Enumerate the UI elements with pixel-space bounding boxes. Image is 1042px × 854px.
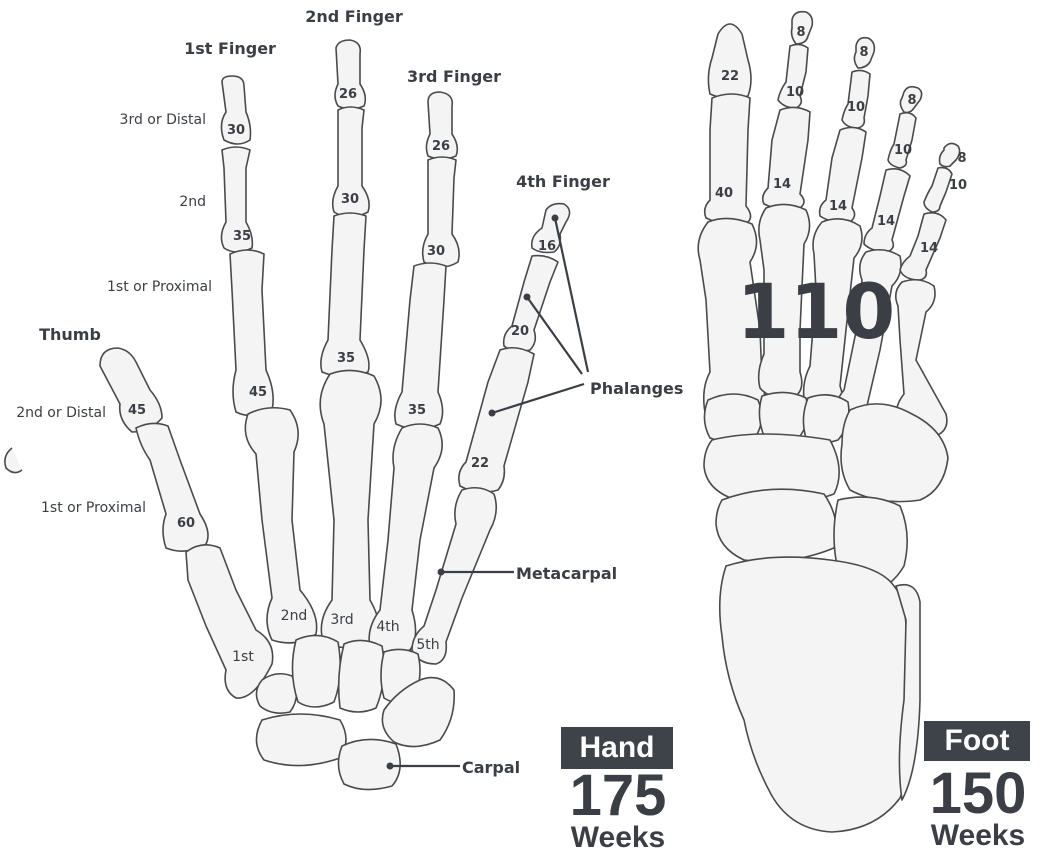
value-toe1-proximal: 40 bbox=[715, 186, 733, 201]
label-thumb: Thumb bbox=[39, 325, 101, 344]
label-phalanges: Phalanges bbox=[590, 379, 683, 398]
label-carpal: Carpal bbox=[462, 758, 520, 777]
value-finger1-middle: 35 bbox=[233, 229, 251, 244]
value-toe5-middle: 10 bbox=[949, 178, 967, 193]
value-finger3-middle: 30 bbox=[427, 244, 445, 259]
foot-illustration bbox=[698, 12, 959, 832]
carpal-bone bbox=[256, 674, 296, 713]
carpal-bone bbox=[256, 714, 346, 766]
toe1-proximal-phalanx bbox=[705, 94, 751, 224]
metacarpal-number: 3rd bbox=[330, 612, 353, 628]
hand-weeks-unit: Weeks bbox=[556, 822, 680, 854]
label-thumb-distal-row: 2nd or Distal bbox=[16, 405, 106, 421]
toe1-distal-phalanx bbox=[708, 24, 751, 99]
hand-total-weeks: 175 bbox=[556, 766, 680, 826]
value-finger4-distal: 16 bbox=[538, 239, 556, 254]
value-toe4-middle: 10 bbox=[894, 143, 912, 158]
value-toe5-distal: 8 bbox=[957, 151, 966, 166]
value-finger4-middle: 20 bbox=[511, 324, 529, 339]
value-finger1-proximal: 45 bbox=[249, 385, 267, 400]
carpal-callout: Carpal bbox=[387, 758, 521, 777]
value-toe1-distal: 22 bbox=[721, 69, 739, 84]
value-toe4-proximal: 14 bbox=[877, 214, 895, 229]
value-toe4-distal: 8 bbox=[907, 93, 916, 108]
foot-badge-label: Foot bbox=[945, 724, 1010, 757]
metacarpal-1 bbox=[186, 545, 273, 698]
thumb-distal-phalanx bbox=[100, 348, 162, 432]
metacarpal-3 bbox=[320, 370, 381, 647]
toe5-middle-phalanx bbox=[924, 168, 952, 212]
value-toe3-proximal: 14 bbox=[829, 199, 847, 214]
metacarpal-number: 1st bbox=[232, 649, 254, 665]
value-metatarsals: 110 bbox=[737, 267, 896, 356]
value-finger2-proximal: 35 bbox=[337, 351, 355, 366]
tarsal-bone bbox=[716, 489, 836, 561]
value-thumb-proximal: 60 bbox=[177, 516, 195, 531]
label-finger-middle-row: 2nd bbox=[179, 194, 206, 210]
value-finger2-distal: 26 bbox=[339, 87, 357, 102]
foot-weeks-unit: Weeks bbox=[916, 820, 1040, 852]
value-finger4-proximal: 22 bbox=[471, 456, 489, 471]
value-finger3-proximal: 35 bbox=[408, 403, 426, 418]
toe4-proximal-phalanx bbox=[864, 169, 910, 252]
label-2nd-finger: 2nd Finger bbox=[305, 7, 403, 26]
hand-badge-label: Hand bbox=[580, 731, 655, 764]
toe2-proximal-phalanx bbox=[763, 107, 810, 209]
label-1st-finger: 1st Finger bbox=[184, 39, 276, 58]
thumb-proximal-phalanx bbox=[136, 423, 208, 551]
label-3rd-finger: 3rd Finger bbox=[407, 67, 501, 86]
value-toe5-proximal: 14 bbox=[920, 241, 938, 256]
label-thumb-proximal-row: 1st or Proximal bbox=[41, 500, 146, 516]
value-toe2-middle: 10 bbox=[786, 85, 804, 100]
metacarpal-number: 4th bbox=[376, 619, 399, 635]
value-toe2-distal: 8 bbox=[796, 25, 805, 40]
label-finger-distal-row: 3rd or Distal bbox=[120, 112, 206, 128]
wrist-fragment bbox=[5, 448, 22, 473]
value-finger3-distal: 26 bbox=[432, 139, 450, 154]
foot-badge: Foot bbox=[924, 721, 1030, 761]
carpal-bone bbox=[339, 640, 384, 712]
toe4-middle-phalanx bbox=[888, 113, 916, 168]
tarsal-bone bbox=[759, 392, 808, 440]
value-toe2-proximal: 14 bbox=[773, 177, 791, 192]
calcaneus-bone bbox=[720, 557, 912, 832]
label-metacarpal: Metacarpal bbox=[516, 564, 617, 583]
value-toe3-distal: 8 bbox=[859, 45, 868, 60]
value-finger2-middle: 30 bbox=[341, 192, 359, 207]
metacarpal-number: 5th bbox=[416, 637, 439, 653]
value-finger1-distal: 30 bbox=[227, 123, 245, 138]
label-4th-finger: 4th Finger bbox=[516, 172, 610, 191]
value-thumb-distal: 45 bbox=[128, 403, 146, 418]
metacarpal-number: 2nd bbox=[281, 608, 308, 624]
value-toe3-middle: 10 bbox=[847, 100, 865, 115]
carpal-bone bbox=[292, 635, 340, 707]
label-finger-proximal-row: 1st or Proximal bbox=[107, 279, 212, 295]
foot-total-weeks: 150 bbox=[916, 764, 1040, 824]
